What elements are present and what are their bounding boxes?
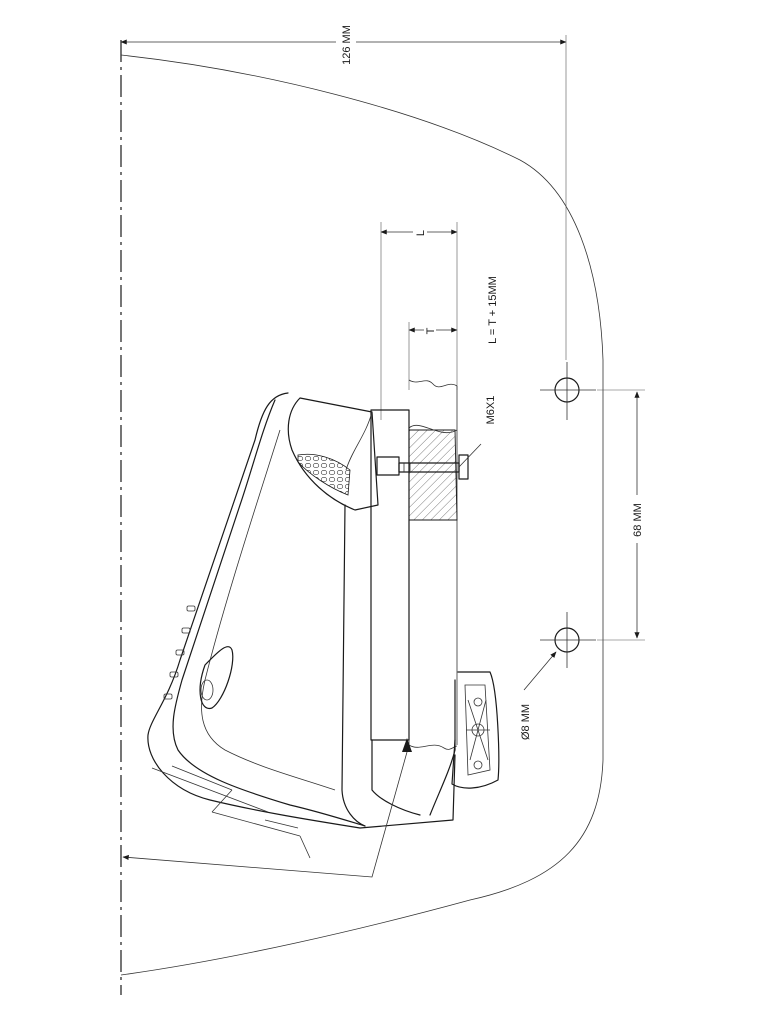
mirror-housing — [147, 392, 456, 829]
dimension-t: T — [408, 322, 458, 390]
dimension-126mm: 126 MM — [120, 25, 567, 360]
outer-outline — [120, 54, 604, 976]
bolt-label: M6X1 — [485, 396, 497, 425]
overall-width-label: 126 MM — [341, 25, 353, 65]
formula-label: L = T + 15MM — [487, 276, 499, 344]
hole-spacing-label: 68 MM — [632, 503, 644, 537]
thickness-t-label: T — [425, 327, 437, 334]
lamp-bracket — [451, 671, 500, 789]
distance-arrow — [122, 738, 412, 878]
hole-diameter-callout: Ø8 MM — [520, 651, 557, 740]
mounting-hole-lower — [540, 612, 596, 668]
mounting-hole-upper — [540, 362, 596, 420]
bolt-m6x1: M6X1 — [376, 396, 497, 480]
length-l-label: L — [415, 230, 427, 236]
wall-section — [408, 379, 458, 750]
dimension-l: L — [380, 222, 458, 420]
glass-reflection — [151, 765, 311, 859]
mounting-plate — [370, 409, 410, 741]
dimension-68mm: 68 MM — [597, 389, 646, 641]
hole-diameter-label: Ø8 MM — [520, 704, 532, 740]
